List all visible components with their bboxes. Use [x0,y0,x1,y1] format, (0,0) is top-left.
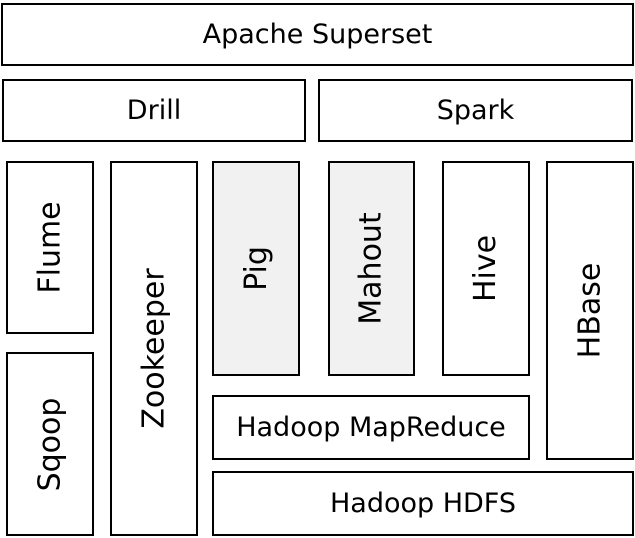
block-pig: Pig [212,161,300,376]
block-drill: Drill [2,79,306,142]
block-apache-superset: Apache Superset [1,3,634,66]
block-label: Flume [32,201,68,294]
block-label: Pig [238,246,274,291]
block-spark: Spark [318,79,633,142]
block-label: Apache Superset [202,19,433,50]
block-label: Hive [468,234,504,303]
block-hadoop-hdfs: Hadoop HDFS [212,471,634,536]
block-label: Spark [436,95,515,126]
block-label: Drill [126,95,182,126]
block-sqoop: Sqoop [6,352,94,536]
block-hbase: HBase [546,161,634,460]
block-label: Zookeeper [136,268,172,429]
block-label: Sqoop [32,397,68,491]
block-zookeeper: Zookeeper [110,161,198,536]
block-hadoop-mapreduce: Hadoop MapReduce [212,395,530,460]
block-hive: Hive [442,161,530,376]
block-mahout: Mahout [328,161,415,376]
block-label: Mahout [354,212,390,325]
block-label: HBase [572,262,608,359]
block-label: Hadoop MapReduce [236,412,506,443]
block-flume: Flume [6,161,94,334]
block-label: Hadoop HDFS [329,488,517,519]
